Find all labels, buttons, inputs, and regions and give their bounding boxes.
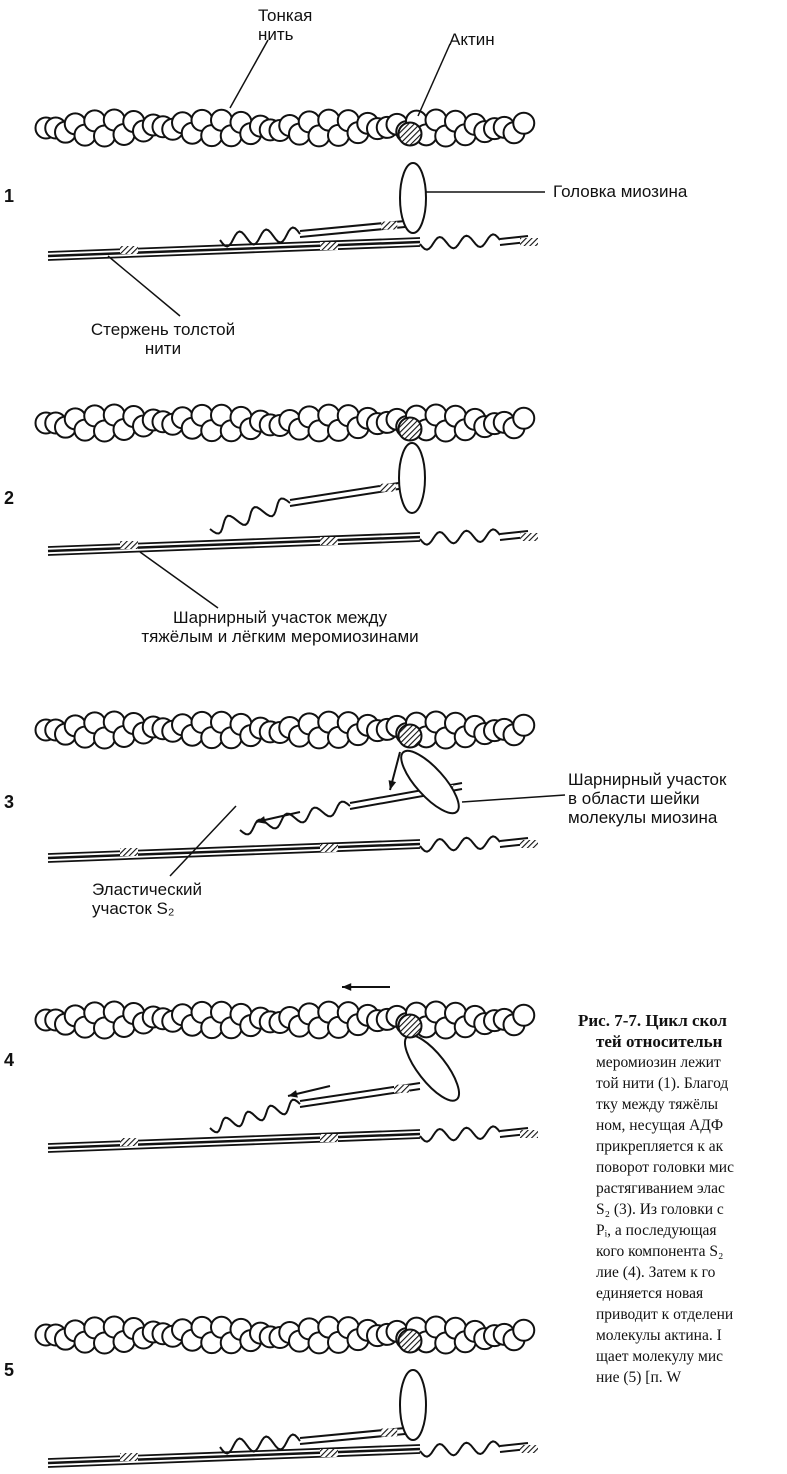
thick-rod-label: Стержень толстой нити xyxy=(78,320,248,358)
hinge-mark xyxy=(120,246,138,254)
elastic-s2-label: Эластический участок S₂ xyxy=(92,880,202,918)
myosin-head xyxy=(400,1370,426,1440)
s2-spring xyxy=(420,1441,500,1456)
myosin-head xyxy=(400,163,426,233)
actin-label: Актин xyxy=(449,30,495,49)
hinge-mark xyxy=(520,1130,538,1138)
step-panel-2 xyxy=(48,443,538,555)
arrow-head xyxy=(342,983,351,991)
s2-spring xyxy=(420,529,500,544)
figure-caption: Рис. 7-7. Цикл скол тей относительн меро… xyxy=(578,1010,787,1388)
thin-filament-2 xyxy=(36,405,535,442)
caption-line: лие (4). Затем к го xyxy=(578,1262,787,1283)
step-panel-1 xyxy=(48,163,538,260)
binding-actin-bead xyxy=(399,1015,422,1038)
thick-rod-leader xyxy=(108,256,180,316)
caption-line: той нити (1). Благод xyxy=(578,1073,787,1094)
hinge-mark xyxy=(320,844,338,852)
binding-actin-bead xyxy=(399,123,422,146)
thin-filament-4 xyxy=(36,1002,535,1039)
caption-line: поворот головки мис xyxy=(578,1157,787,1178)
thin-filament-label: Тонкая нить xyxy=(258,6,312,44)
s2-spring xyxy=(420,1126,500,1141)
hinge-mark xyxy=(320,242,338,250)
hinge-mark xyxy=(120,541,138,549)
actin-leader xyxy=(418,44,450,116)
caption-title-line-1: Рис. 7-7. Цикл скол xyxy=(578,1010,787,1031)
caption-line: растягиванием элас xyxy=(578,1178,787,1199)
myosin-head-label: Головка миозина xyxy=(553,182,687,201)
actin-bead xyxy=(513,715,534,736)
hinge-mark xyxy=(520,840,538,848)
s2-spring xyxy=(210,1100,300,1133)
hinge-neck-label: Шарнирный участок в области шейки молеку… xyxy=(568,770,726,827)
caption-line: меромиозин лежит xyxy=(578,1052,787,1073)
hinge-mark xyxy=(320,537,338,545)
caption-line: единяется новая xyxy=(578,1283,787,1304)
s2-spring xyxy=(210,499,290,534)
step-number-4: 4 xyxy=(4,1050,14,1071)
step-panel-5 xyxy=(48,1370,538,1467)
caption-line: приводит к отделени xyxy=(578,1304,787,1325)
thin-filament-5 xyxy=(36,1317,535,1354)
actin-bead xyxy=(513,1005,534,1026)
hinge-mark xyxy=(120,1138,138,1146)
binding-actin-bead xyxy=(399,725,422,748)
hinge-mark xyxy=(381,222,397,230)
hinge-mark xyxy=(320,1449,338,1457)
elastic-s2-leader xyxy=(170,806,236,876)
hinge-mark xyxy=(320,1134,338,1142)
caption-line: молекулы актина. I xyxy=(578,1325,787,1346)
step-number-5: 5 xyxy=(4,1360,14,1381)
step-number-2: 2 xyxy=(4,488,14,509)
caption-line: ном, несущая АДФ xyxy=(578,1115,787,1136)
myosin-head xyxy=(393,743,467,821)
hinge-mark xyxy=(120,1453,138,1461)
binding-actin-bead xyxy=(399,1330,422,1353)
hinge-mark xyxy=(381,1429,397,1437)
binding-actin-bead xyxy=(399,418,422,441)
caption-line: прикрепляется к ак xyxy=(578,1136,787,1157)
hinge-neck-leader xyxy=(462,795,565,802)
hinge-mark xyxy=(380,484,396,492)
hinge-mark xyxy=(520,238,538,246)
step-number-1: 1 xyxy=(4,186,14,207)
hinge-hmm-lmm-label: Шарнирный участок между тяжёлым и лёгким… xyxy=(110,608,450,646)
caption-line: S₂ (3). Из головки с xyxy=(578,1199,787,1220)
myosin-head xyxy=(396,1028,467,1108)
actin-bead xyxy=(513,1320,534,1341)
step-panel-4 xyxy=(48,1028,538,1152)
hinge-mark xyxy=(394,1085,410,1093)
caption-title-line-2: тей относительн xyxy=(578,1031,787,1052)
hinge-mark xyxy=(520,1445,538,1453)
thin-filament-1 xyxy=(36,110,535,147)
caption-line: ние (5) [п. W xyxy=(578,1367,787,1388)
hinge-hmm-lmm-leader xyxy=(140,552,218,608)
hinge-mark xyxy=(520,533,538,541)
caption-line: тку между тяжёлы xyxy=(578,1094,787,1115)
hinge-mark xyxy=(120,848,138,856)
step-number-3: 3 xyxy=(4,792,14,813)
actin-bead xyxy=(513,113,534,134)
thin-filament-3 xyxy=(36,712,535,749)
caption-line: Pᵢ, а последующая xyxy=(578,1220,787,1241)
thin-filament-leader xyxy=(230,40,268,108)
s2-spring xyxy=(240,802,350,835)
caption-line: кого компонента S₂ xyxy=(578,1241,787,1262)
caption-line: щает молекулу мис xyxy=(578,1346,787,1367)
s2-spring xyxy=(420,836,500,851)
myosin-head xyxy=(399,443,425,513)
actin-bead xyxy=(513,408,534,429)
s2-spring xyxy=(420,234,500,249)
